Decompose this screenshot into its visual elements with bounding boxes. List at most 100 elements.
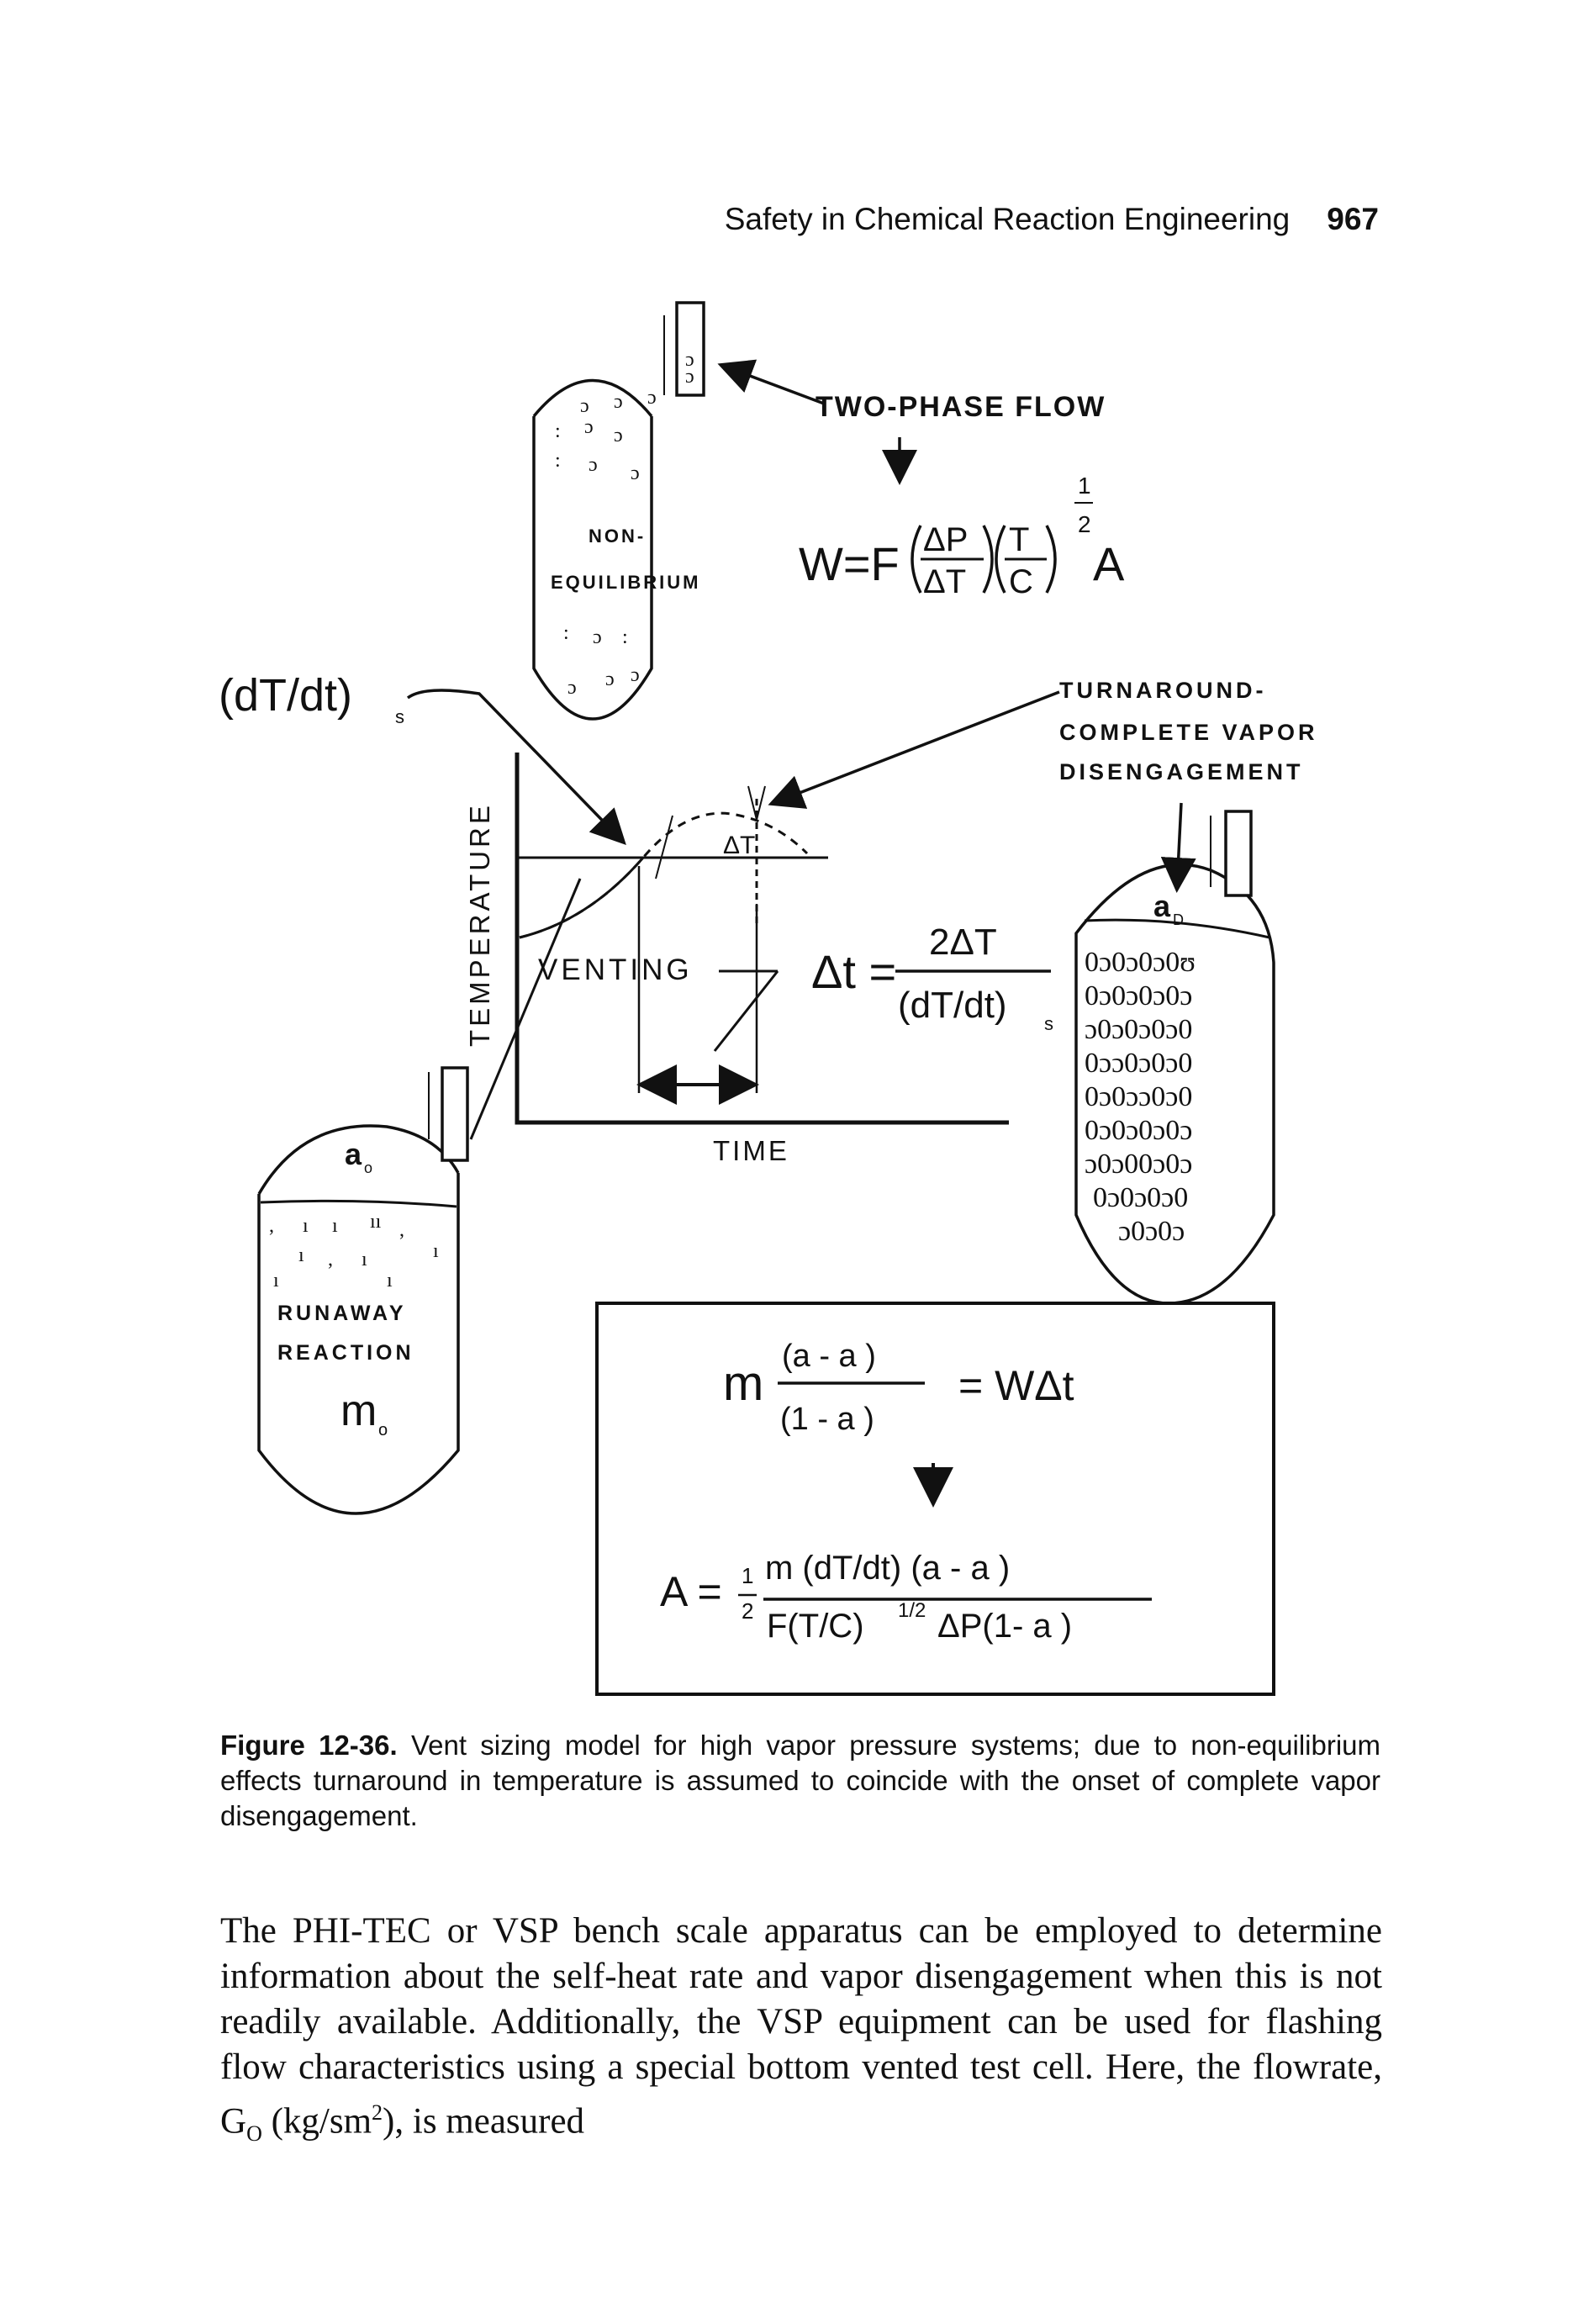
svg-text:ɔ: ɔ bbox=[685, 366, 694, 388]
svg-text:ɔ: ɔ bbox=[614, 391, 623, 413]
svg-text:= WΔt: = WΔt bbox=[958, 1362, 1074, 1409]
venting-label: VENTING bbox=[538, 953, 693, 986]
equilibrium-label: EQUILIBRIUM bbox=[551, 572, 700, 593]
svg-text:DISENGAGEMENT: DISENGAGEMENT bbox=[1059, 759, 1304, 784]
svg-text::: : bbox=[555, 450, 561, 472]
svg-text:COMPLETE VAPOR: COMPLETE VAPOR bbox=[1059, 720, 1318, 745]
svg-text:0ɔ0ɔ0ɔ0: 0ɔ0ɔ0ɔ0 bbox=[1093, 1182, 1188, 1213]
svg-text:T: T bbox=[1009, 521, 1029, 558]
svg-text:ı: ı bbox=[303, 1215, 309, 1237]
svg-text:ɔ: ɔ bbox=[580, 395, 589, 417]
two-phase-flow-label: TWO-PHASE FLOW bbox=[816, 391, 1106, 423]
svg-text:ɔ: ɔ bbox=[584, 416, 594, 438]
svg-text:ɔ: ɔ bbox=[589, 454, 598, 476]
svg-text:ΔT: ΔT bbox=[923, 563, 966, 600]
svg-text:W=F: W=F bbox=[799, 537, 900, 590]
temperature-time-plot bbox=[515, 753, 1009, 1125]
dTdt-s-label: (dT/dt) bbox=[219, 670, 352, 721]
svg-text:o: o bbox=[378, 1421, 388, 1439]
svg-text:RUNAWAY: RUNAWAY bbox=[277, 1302, 407, 1325]
svg-text:ı: ı bbox=[362, 1249, 367, 1270]
delta-T-label: ΔT bbox=[723, 832, 755, 859]
m0-label: m bbox=[340, 1386, 377, 1435]
alpha-D-label: a bbox=[1153, 889, 1171, 923]
dt-equation: Δt = 2ΔT (dT/dt) s bbox=[811, 922, 1053, 1034]
svg-text:m (dT/dt) (a - a ): m (dT/dt) (a - a ) bbox=[765, 1550, 1010, 1587]
svg-text:ΔP: ΔP bbox=[923, 521, 968, 558]
svg-text:A =: A = bbox=[660, 1568, 722, 1615]
svg-text:(dT/dt): (dT/dt) bbox=[898, 985, 1007, 1026]
svg-text:ɔ: ɔ bbox=[593, 626, 602, 648]
svg-text:ɔ: ɔ bbox=[631, 462, 640, 484]
svg-text:F(T/C): F(T/C) bbox=[767, 1608, 864, 1645]
body-paragraph: The PHI-TEC or VSP bench scale apparatus… bbox=[220, 1911, 1382, 2146]
flow-equation: W=F ΔP ΔT T C 1 2 A bbox=[799, 473, 1125, 600]
equation-box bbox=[595, 1302, 1275, 1696]
time-axis-label: TIME bbox=[713, 1135, 789, 1166]
svg-text:0ɔ0ɔ0ɔ0ʊ: 0ɔ0ɔ0ɔ0ʊ bbox=[1085, 947, 1196, 978]
svg-text:ı: ı bbox=[298, 1244, 304, 1266]
area-equation: A = 1 2 m (dT/dt) (a - a ) F(T/C) 1/2 ΔP… bbox=[660, 1550, 1072, 1645]
svg-text:A: A bbox=[1093, 537, 1125, 590]
svg-text:ɔ: ɔ bbox=[631, 664, 640, 686]
svg-text:0ɔ0ɔ0ɔ0ɔ: 0ɔ0ɔ0ɔ0ɔ bbox=[1085, 1115, 1192, 1146]
svg-text:0ɔ0ɔ0ɔ0ɔ: 0ɔ0ɔ0ɔ0ɔ bbox=[1085, 980, 1192, 1011]
non-equilibrium-vessel bbox=[532, 301, 705, 721]
svg-text:ı: ı bbox=[433, 1240, 439, 1262]
svg-text:2ΔT: 2ΔT bbox=[929, 922, 997, 963]
svg-text:s: s bbox=[1044, 1013, 1053, 1034]
svg-text:TURNAROUND-: TURNAROUND- bbox=[1059, 678, 1266, 703]
svg-text:ɔ0ɔ0ɔ0ɔ0: ɔ0ɔ0ɔ0ɔ0 bbox=[1085, 1014, 1192, 1045]
svg-text:ɔ: ɔ bbox=[567, 677, 577, 699]
temperature-axis-label: TEMPERATURE bbox=[464, 802, 495, 1047]
svg-text::: : bbox=[555, 420, 561, 442]
caption-text: Vent sizing model for high vapor pressur… bbox=[220, 1730, 1381, 1831]
turnaround-label: TURNAROUND- COMPLETE VAPOR DISENGAGEMENT bbox=[1059, 678, 1318, 784]
svg-text:s: s bbox=[395, 706, 404, 727]
runaway-vessel bbox=[257, 1066, 469, 1515]
svg-text:(a - a ): (a - a ) bbox=[782, 1339, 876, 1374]
svg-text:o: o bbox=[364, 1159, 372, 1176]
non-label: NON- bbox=[589, 526, 646, 547]
svg-text:ΔP(1- a ): ΔP(1- a ) bbox=[937, 1608, 1072, 1645]
svg-text:2: 2 bbox=[742, 1598, 753, 1624]
svg-text:,: , bbox=[269, 1215, 274, 1237]
svg-text:Δt =: Δt = bbox=[811, 945, 896, 998]
svg-text:ɔ: ɔ bbox=[605, 668, 615, 690]
svg-text::: : bbox=[622, 626, 628, 648]
svg-text:1/2: 1/2 bbox=[898, 1599, 926, 1622]
svg-text:ı: ı bbox=[273, 1270, 279, 1291]
svg-text:REACTION: REACTION bbox=[277, 1341, 414, 1365]
running-header: Safety in Chemical Reaction Engineering … bbox=[589, 202, 1379, 252]
svg-text:2: 2 bbox=[1078, 511, 1091, 537]
svg-text:(1 - a ): (1 - a ) bbox=[780, 1402, 874, 1437]
svg-text::: : bbox=[563, 622, 569, 644]
svg-text:1: 1 bbox=[742, 1563, 753, 1588]
runaway-label: RUNAWAY REACTION bbox=[277, 1302, 414, 1365]
figure-caption: Figure 12-36. Vent sizing model for high… bbox=[220, 1728, 1380, 1834]
svg-text:,: , bbox=[399, 1219, 404, 1241]
bubbles-dense: 0ɔ0ɔ0ɔ0ʊ 0ɔ0ɔ0ɔ0ɔ ɔ0ɔ0ɔ0ɔ0 0ɔɔ0ɔ0ɔ0 0ɔ0ɔ… bbox=[1085, 947, 1196, 1247]
svg-text:ɔ0ɔ00ɔ0ɔ: ɔ0ɔ00ɔ0ɔ bbox=[1085, 1149, 1192, 1180]
svg-text:m: m bbox=[723, 1356, 763, 1411]
mass-balance-equation: m (a - a ) (1 - a ) = WΔt bbox=[723, 1339, 1074, 1437]
svg-text:,: , bbox=[328, 1249, 333, 1270]
page-number: 967 bbox=[1327, 202, 1379, 236]
alpha-0-label: a bbox=[345, 1137, 362, 1171]
svg-text:ɔ: ɔ bbox=[614, 425, 623, 446]
svg-text:ɔ0ɔ0ɔ: ɔ0ɔ0ɔ bbox=[1118, 1216, 1185, 1247]
svg-text:ɔ: ɔ bbox=[647, 387, 657, 409]
disengagement-vessel bbox=[1074, 810, 1275, 1305]
svg-text:ı: ı bbox=[332, 1215, 338, 1237]
figure-label: Figure 12-36. bbox=[220, 1730, 398, 1761]
svg-text:0ɔɔ0ɔ0ɔ0: 0ɔɔ0ɔ0ɔ0 bbox=[1085, 1048, 1192, 1079]
svg-text:1: 1 bbox=[1078, 473, 1091, 499]
running-title: Safety in Chemical Reaction Engineering bbox=[724, 202, 1291, 236]
svg-text:0ɔ0ɔɔ0ɔ0: 0ɔ0ɔɔ0ɔ0 bbox=[1085, 1081, 1192, 1112]
svg-text:ı: ı bbox=[387, 1270, 393, 1291]
svg-text:ıı: ıı bbox=[370, 1211, 382, 1233]
